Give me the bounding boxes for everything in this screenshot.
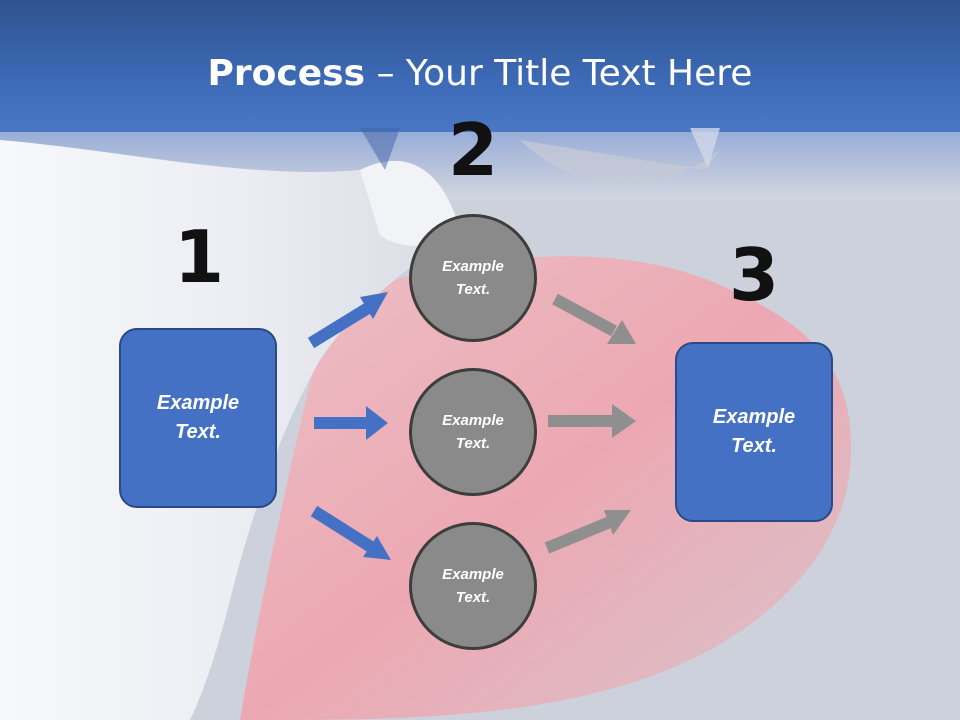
circle-top-text: Example Text. (442, 258, 504, 298)
right-step-box-text: Example Text. (712, 406, 796, 457)
circle-bottom-text: Example Text. (442, 566, 504, 606)
arrow-blue-up (307, 292, 388, 349)
circle-middle-text: Example Text. (442, 412, 504, 452)
step-number-2: 2 (447, 108, 499, 192)
arrow-gray-down (552, 293, 636, 344)
arrow-blue-right (314, 406, 388, 440)
step-number-3: 3 (728, 233, 780, 317)
circle-top: Example Text. (409, 214, 537, 342)
circle-bottom: Example Text. (409, 522, 537, 650)
left-step-box: Example Text. (119, 328, 277, 508)
left-step-box-text: Example Text. (156, 392, 240, 443)
right-step-box: Example Text. (675, 342, 833, 522)
arrow-gray-up (544, 510, 631, 554)
arrow-blue-down (310, 505, 391, 560)
step-number-1: 1 (173, 215, 225, 299)
page-title: Process – Your Title Text Here (207, 53, 753, 94)
arrow-gray-right (548, 404, 636, 438)
circle-middle: Example Text. (409, 368, 537, 496)
